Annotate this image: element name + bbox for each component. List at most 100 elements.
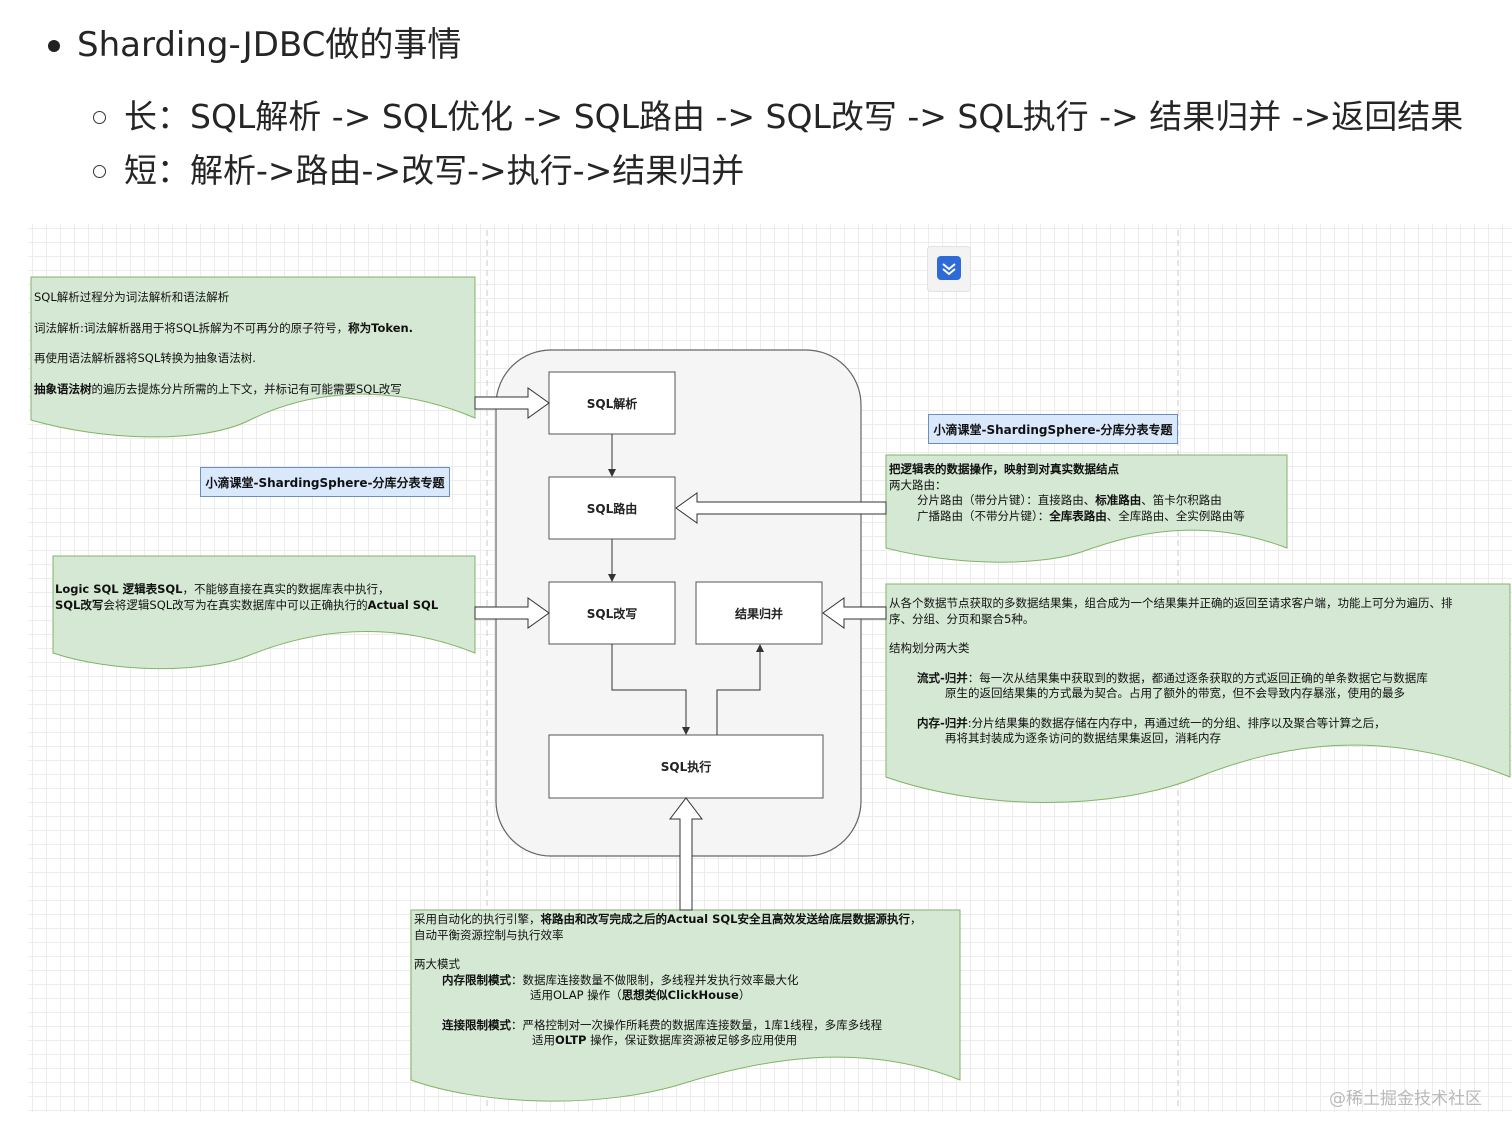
note-line: 内存-归并:分片结果集的数据存储在内存中，再通过统一的分组、排序以及聚合等计算之… [889, 716, 1453, 732]
flow-app-icon-inner [937, 256, 961, 280]
note-route-shape [885, 454, 1288, 563]
arrow-execute-merge [716, 651, 761, 735]
block-arrow-to-merge [822, 597, 887, 629]
note-text: ：数据库连接数量不做限制，多线程并发执行效率最大化 [511, 972, 799, 987]
note-line: 适用OLTP 操作，保证数据库资源被足够多应用使用 [414, 1033, 922, 1049]
block-arrow-to-rewrite [474, 597, 550, 629]
note-text: :分片结果集的数据存储在内存中，再通过统一的分组、排序以及聚合等计算之后， [967, 715, 1386, 730]
note-line: 内存限制模式：数据库连接数量不做限制，多线程并发执行效率最大化 [414, 973, 922, 989]
label-result-merge: 结果归并 [734, 607, 783, 621]
note-line: 原生的返回结果集的方式最为契合。占用了额外的带宽，但不会导致内存暴涨，使用的最多 [945, 686, 1405, 701]
note-line: SQL解析过程分为词法解析和语法解析 [34, 290, 230, 304]
note-line: 适用OLAP 操作（思想类似ClickHouse） [414, 988, 922, 1004]
flow-app-icon[interactable] [927, 246, 971, 292]
block-arrow-to-parse [474, 387, 550, 419]
note-line: 再将其封装成为逐条访问的数据结果集返回，消耗内存 [945, 731, 1221, 746]
note-bold: Logic SQL 逻辑表SQL [55, 582, 183, 596]
note-bold: 抽象语法树 [34, 381, 92, 396]
note-text: 分片路由（带分片键）：直接路由、 [917, 493, 1096, 508]
note-line: 词法解析:词法解析器用于将SQL拆解为不可再分的原子符号，称为Token. [34, 321, 413, 337]
note-text: ） [738, 988, 751, 1003]
title-tag-left: 小滴课堂-ShardingSphere-分库分表专题 [200, 467, 450, 497]
note-parse-shape [30, 276, 476, 438]
label-sql-rewrite: SQL改写 [586, 607, 638, 621]
note-line: 两大模式 [414, 957, 460, 972]
arrowhead [682, 727, 690, 735]
note-rewrite-shape [52, 555, 476, 670]
bullet-main: Sharding-JDBC做的事情 [77, 25, 462, 65]
note-line: 把逻辑表的数据操作，映射到对真实数据结点 [889, 462, 1119, 476]
note-line: 抽象语法树的遍历去提炼分片所需的上下文，并标记有可能需要SQL改写 [34, 382, 413, 398]
note-execute: 采用自动化的执行引擎，将路由和改写完成之后的Actual SQL安全且高效发送给… [414, 912, 922, 1049]
box-sql-rewrite [548, 581, 676, 645]
box-result-merge [695, 581, 823, 645]
note-merge: 从各个数据节点获取的多数据结果集，组合成为一个结果集并正确的返回至请求客户端，功… [889, 596, 1453, 747]
note-line: 序、分组、分页和聚合5种。 [889, 611, 1035, 626]
note-text: 的遍历去提炼分片所需的上下文，并标记有可能需要SQL改写 [91, 381, 402, 396]
box-sql-route [548, 476, 676, 540]
note-text: ， [910, 912, 922, 926]
note-bold: 全库表路由 [1049, 508, 1107, 523]
note-line: 结构划分两大类 [889, 641, 970, 656]
bullet-list: Sharding-JDBC做的事情 长：SQL解析 -> SQL优化 -> SQ… [0, 0, 1512, 215]
note-text: 采用自动化的执行引擎， [414, 912, 541, 926]
note-execute-shape [410, 909, 961, 1102]
note-line: 从各个数据节点获取的多数据结果集，组合成为一个结果集并正确的返回至请求客户端，功… [889, 596, 1453, 610]
note-line: Logic SQL 逻辑表SQL，不能够直接在真实的数据库表中执行， [55, 582, 438, 598]
note-bold: 标准路由 [1095, 493, 1142, 508]
note-line: 流式-归并：每一次从结果集中获取到的数据，都通过逐条获取的方式返回正确的单条数据… [889, 671, 1453, 687]
note-bold: 内存限制模式 [442, 972, 511, 987]
bullet-sub-long: 长：SQL解析 -> SQL优化 -> SQL路由 -> SQL改写 -> SQ… [124, 97, 1464, 136]
note-line: SQL改写会将逻辑SQL改写为在真实数据库中可以正确执行的Actual SQL [55, 598, 438, 614]
note-bold: 思想类似ClickHouse [621, 988, 739, 1003]
note-text: 会将逻辑SQL改写为在真实数据库中可以正确执行的 [103, 597, 368, 612]
note-text: 适用OLAP 操作（ [530, 988, 622, 1003]
note-text: 操作，保证数据库资源被足够多应用使用 [586, 1033, 798, 1048]
note-text: ，不能够直接在真实的数据库表中执行， [182, 582, 390, 596]
note-text: 适用 [532, 1033, 555, 1048]
note-bold: 称为Token. [348, 320, 414, 335]
box-sql-execute [548, 734, 824, 799]
label-sql-execute: SQL执行 [660, 760, 712, 774]
note-line: 自动平衡资源控制与执行效率 [414, 927, 564, 942]
arrowhead [608, 574, 616, 582]
note-bold: 内存-归并 [917, 715, 968, 730]
note-bold: 连接限制模式 [442, 1017, 511, 1032]
label-sql-route: SQL路由 [586, 502, 638, 516]
hollow-bullet-icon [93, 111, 106, 124]
note-text: 广播路由（不带分片键）： [917, 508, 1050, 523]
note-text: 、笛卡尔积路由 [1141, 493, 1222, 508]
chevron-down-icon [942, 263, 956, 276]
note-bold: SQL改写 [55, 597, 104, 612]
note-bold: 将路由和改写完成之后的Actual SQL安全且高效发送给底层数据源执行 [540, 912, 911, 926]
note-text: 词法解析:词法解析器用于将SQL拆解为不可再分的原子符号， [34, 320, 349, 335]
arrow-rewrite-execute [611, 644, 687, 728]
bullet-dot-icon [48, 40, 60, 52]
title-tag-right: 小滴课堂-ShardingSphere-分库分表专题 [928, 414, 1178, 444]
note-line: 再使用语法解析器将SQL转换为抽象语法树. [34, 351, 256, 366]
note-merge-shape [885, 583, 1511, 803]
hollow-bullet-icon [93, 165, 106, 178]
note-line: 广播路由（不带分片键）：全库表路由、全库路由、全实例路由等 [889, 509, 1245, 525]
note-rewrite: Logic SQL 逻辑表SQL，不能够直接在真实的数据库表中执行， SQL改写… [55, 582, 438, 613]
note-bold: 流式-归并 [917, 670, 968, 685]
note-line: 采用自动化的执行引擎，将路由和改写完成之后的Actual SQL安全且高效发送给… [414, 912, 922, 928]
note-text: ：严格控制对一次操作所耗费的数据库连接数量，1库1线程，多库多线程 [511, 1017, 883, 1032]
note-route: 把逻辑表的数据操作，映射到对真实数据结点 两大路由： 分片路由（带分片键）：直接… [889, 462, 1245, 524]
arrowhead [756, 644, 764, 652]
bullet-sub-short: 短：解析->路由->改写->执行->结果归并 [124, 151, 745, 190]
block-arrow-to-execute [668, 797, 704, 911]
watermark: @稀土掘金技术社区 [1329, 1089, 1482, 1109]
arrowhead [608, 469, 616, 477]
note-bold: OLTP [555, 1033, 587, 1048]
note-text: 、全库路由、全实例路由等 [1106, 508, 1245, 523]
note-bold: Actual SQL [367, 597, 439, 612]
note-line: 连接限制模式：严格控制对一次操作所耗费的数据库连接数量，1库1线程，多库多线程 [414, 1018, 922, 1034]
label-sql-parse: SQL解析 [586, 397, 638, 411]
note-line: 两大路由： [889, 477, 947, 492]
note-parse: SQL解析过程分为词法解析和语法解析 词法解析:词法解析器用于将SQL拆解为不可… [34, 290, 413, 397]
note-text: ：每一次从结果集中获取到的数据，都通过逐条获取的方式返回正确的单条数据它与数据库 [967, 670, 1428, 685]
note-line: 分片路由（带分片键）：直接路由、标准路由、笛卡尔积路由 [889, 493, 1245, 509]
block-arrow-to-route [675, 492, 887, 524]
